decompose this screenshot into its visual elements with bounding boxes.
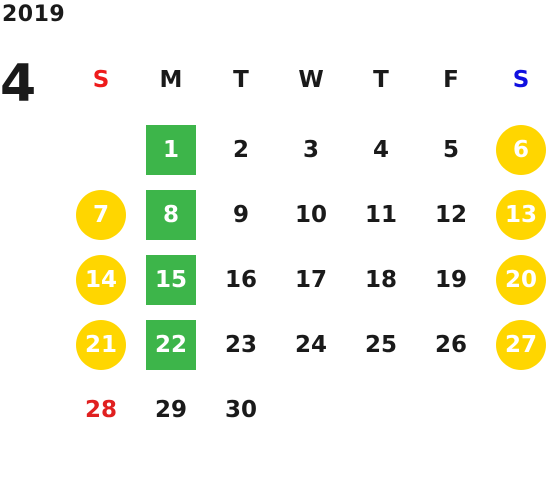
day-cell-7[interactable]: 7 [76,190,126,240]
day-cell-10[interactable]: 10 [294,202,327,228]
weekday-header-fri: F [443,67,459,93]
day-cell-3[interactable]: 3 [302,137,319,163]
weekday-header-sun: S [92,67,110,93]
weekday-header-sat: S [512,67,530,93]
day-cell-28[interactable]: 28 [84,397,117,423]
day-cell-30[interactable]: 30 [224,397,257,423]
day-cell-21[interactable]: 21 [76,320,126,370]
day-cell-25[interactable]: 25 [364,332,397,358]
day-cell-18[interactable]: 18 [364,267,397,293]
weekday-header-tue: T [233,67,249,93]
day-cell-4[interactable]: 4 [372,137,389,163]
day-cell-11[interactable]: 11 [364,202,397,228]
day-cell-14[interactable]: 14 [76,255,126,305]
year-label: 2019 [2,2,66,27]
day-cell-17[interactable]: 17 [294,267,327,293]
day-cell-12[interactable]: 12 [434,202,467,228]
day-cell-24[interactable]: 24 [294,332,327,358]
day-cell-1[interactable]: 1 [146,125,196,175]
month-number: 4 [0,54,37,114]
day-cell-13[interactable]: 13 [496,190,546,240]
day-cell-27[interactable]: 27 [496,320,546,370]
day-cell-23[interactable]: 23 [224,332,257,358]
weekday-header-mon: M [159,67,183,93]
day-cell-26[interactable]: 26 [434,332,467,358]
day-cell-22[interactable]: 22 [146,320,196,370]
weekday-header-wed: W [298,67,324,93]
day-cell-15[interactable]: 15 [146,255,196,305]
day-cell-6[interactable]: 6 [496,125,546,175]
day-cell-2[interactable]: 2 [232,137,249,163]
day-cell-19[interactable]: 19 [434,267,467,293]
day-cell-16[interactable]: 16 [224,267,257,293]
weekday-header-thu: T [373,67,389,93]
day-cell-29[interactable]: 29 [154,397,187,423]
day-cell-5[interactable]: 5 [442,137,459,163]
day-cell-20[interactable]: 20 [496,255,546,305]
day-cell-9[interactable]: 9 [232,202,249,228]
day-cell-8[interactable]: 8 [146,190,196,240]
